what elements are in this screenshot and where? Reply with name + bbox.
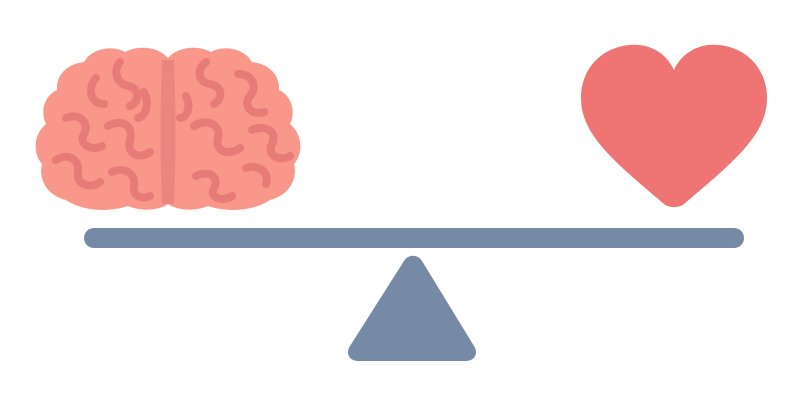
heart-icon [581, 44, 767, 207]
brain-icon [35, 47, 301, 210]
brain-center-divide [160, 60, 176, 204]
balance-beam [84, 228, 744, 248]
balance-fulcrum [347, 255, 477, 361]
brain-folds [52, 58, 294, 203]
